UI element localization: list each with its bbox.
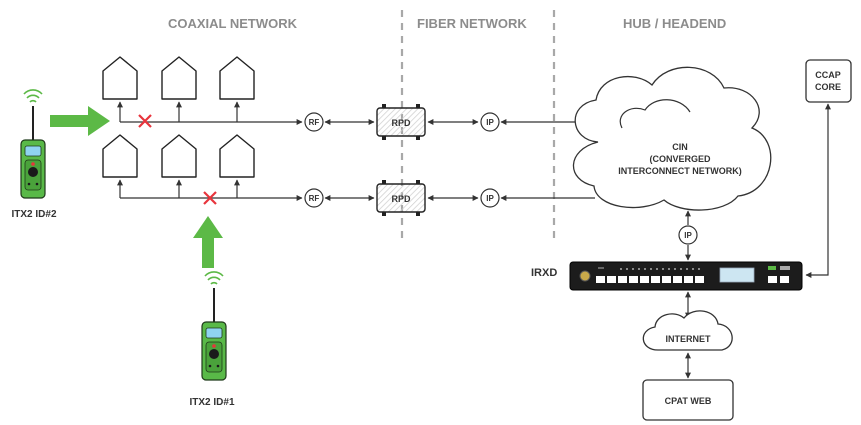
irxd-device-icon — [569, 261, 803, 291]
rf-node: RF — [304, 112, 324, 132]
cin-label-3: INTERCONNECT NETWORK) — [618, 166, 742, 176]
svg-text:CCAP: CCAP — [815, 70, 841, 80]
device-label-id1: ITX2 ID#1 — [189, 397, 234, 408]
house-icon — [161, 134, 197, 178]
itx2-device-icon — [20, 88, 46, 199]
cin-cloud-icon — [572, 66, 772, 211]
house-icon — [161, 56, 197, 100]
svg-text:CPAT WEB: CPAT WEB — [665, 396, 712, 406]
irxd-label: IRXD — [531, 267, 557, 279]
internet-cloud-icon — [642, 310, 733, 351]
ccap-core-box: CCAP CORE — [805, 59, 852, 103]
device-label-id2: ITX2 ID#2 — [11, 209, 56, 220]
svg-text:IP: IP — [486, 194, 494, 203]
signal-arrow-up — [193, 216, 223, 268]
cin-label-2: (CONVERGED — [649, 154, 711, 164]
svg-text:IP: IP — [684, 231, 692, 240]
ip-node: IP — [678, 225, 698, 245]
fault-x-icon — [138, 114, 152, 128]
svg-text:RPD: RPD — [391, 194, 411, 204]
internet-label: INTERNET — [666, 334, 712, 344]
signal-arrow-right — [50, 106, 110, 136]
cpat-web-box: CPAT WEB — [642, 379, 734, 421]
house-icon — [102, 134, 138, 178]
section-title-coaxial: COAXIAL NETWORK — [168, 16, 298, 31]
rpd-node: RPD — [376, 104, 426, 140]
link-ccap-irxd — [805, 103, 831, 278]
house-icon — [102, 56, 138, 100]
svg-text:RF: RF — [309, 194, 320, 203]
cin-label-1: CIN — [672, 142, 688, 152]
ip-node: IP — [480, 112, 500, 132]
section-title-hub: HUB / HEADEND — [623, 16, 726, 31]
svg-text:RF: RF — [309, 118, 320, 127]
coax-line-top — [117, 101, 303, 125]
svg-text:CORE: CORE — [815, 82, 841, 92]
coax-line-bottom — [117, 179, 303, 201]
svg-text:IP: IP — [486, 118, 494, 127]
house-icon — [219, 134, 255, 178]
svg-text:RPD: RPD — [391, 118, 411, 128]
rf-node: RF — [304, 188, 324, 208]
fault-x-icon — [203, 191, 217, 205]
itx2-device-icon — [201, 270, 227, 381]
house-icon — [219, 56, 255, 100]
ip-node: IP — [480, 188, 500, 208]
rpd-node: RPD — [376, 180, 426, 216]
section-title-fiber: FIBER NETWORK — [417, 16, 527, 31]
